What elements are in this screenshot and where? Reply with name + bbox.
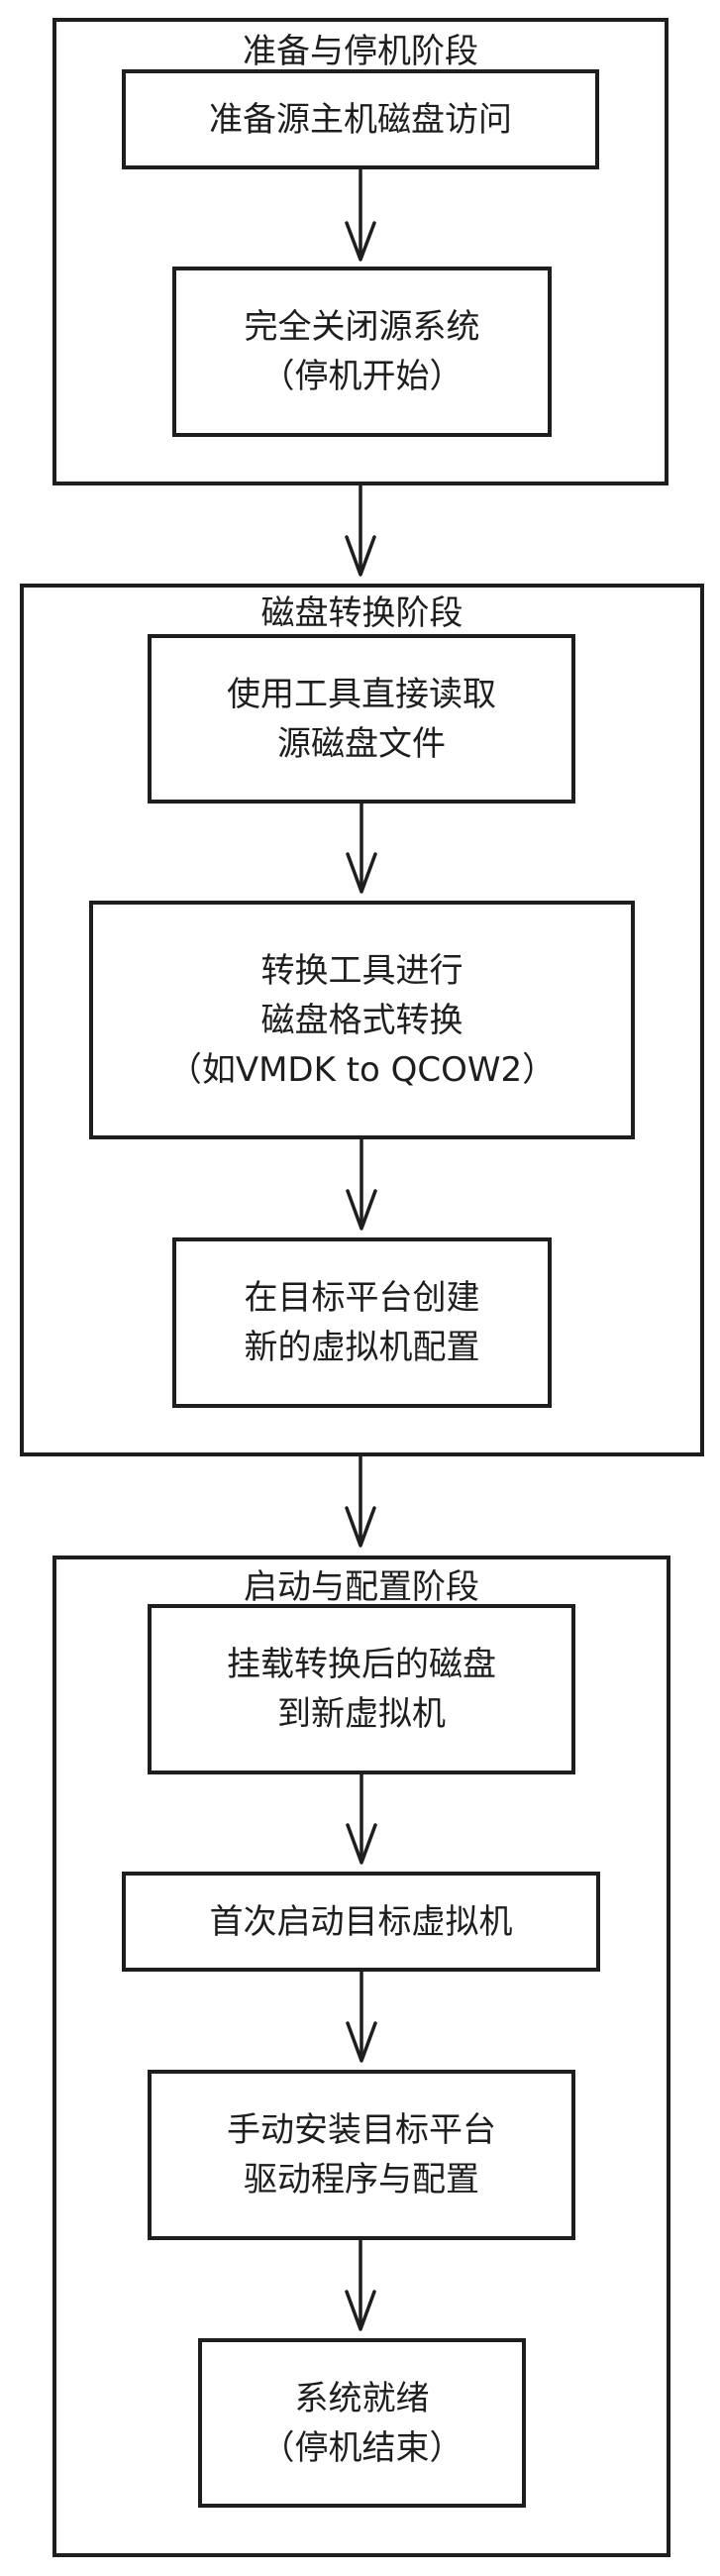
node-first-boot[interactable]: 首次启动目标虚拟机 <box>122 1872 600 1972</box>
node-text: 系统就绪 <box>294 2378 430 2418</box>
node-text: 转换工具进行 <box>260 950 463 991</box>
node-create-vm-config[interactable]: 在目标平台创建 新的虚拟机配置 <box>172 1237 552 1408</box>
node-text: 驱动程序与配置 <box>244 2160 479 2200</box>
node-convert-format[interactable]: 转换工具进行 磁盘格式转换 （如VMDK to QCOW2） <box>89 901 635 1139</box>
group-boot-configure: 启动与配置阶段 <box>52 1556 670 2557</box>
node-text: 手动安装目标平台 <box>227 2110 496 2150</box>
arrow-g2-g3 <box>345 1454 376 1548</box>
node-text: （停机开始） <box>260 357 463 396</box>
node-install-drivers[interactable]: 手动安装目标平台 驱动程序与配置 <box>148 2070 575 2240</box>
group-prepare-shutdown: 准备与停机阶段 <box>52 18 669 485</box>
node-attach-disk[interactable]: 挂载转换后的磁盘 到新虚拟机 <box>148 1604 575 1774</box>
node-text: （如VMDK to QCOW2） <box>167 1049 557 1090</box>
node-text: 准备源主机磁盘访问 <box>209 99 512 140</box>
node-text: 在目标平台创建 <box>244 1278 480 1318</box>
group-title: 启动与配置阶段 <box>244 1567 479 1607</box>
node-read-source-disk[interactable]: 使用工具直接读取 源磁盘文件 <box>148 634 575 804</box>
node-text: 源磁盘文件 <box>277 723 446 764</box>
node-text: 挂载转换后的磁盘 <box>227 1645 496 1684</box>
group-title: 磁盘转换阶段 <box>260 593 463 633</box>
node-text: 磁盘格式转换 <box>260 1000 463 1040</box>
group-disk-conversion: 磁盘转换阶段 <box>20 584 704 1456</box>
node-text: 使用工具直接读取 <box>227 674 496 714</box>
node-text: 完全关闭源系统 <box>244 307 480 347</box>
group-title: 准备与停机阶段 <box>243 32 478 71</box>
node-prepare-disk-access[interactable]: 准备源主机磁盘访问 <box>122 69 599 169</box>
node-shutdown-source[interactable]: 完全关闭源系统 （停机开始） <box>172 267 552 437</box>
node-text: 首次启动目标虚拟机 <box>209 1901 513 1942</box>
node-text: （停机结束） <box>260 2427 463 2468</box>
node-text: 到新虚拟机 <box>277 1694 446 1734</box>
node-system-ready[interactable]: 系统就绪 （停机结束） <box>198 2338 526 2508</box>
node-text: 新的虚拟机配置 <box>244 1328 480 1367</box>
arrow-g1-g2 <box>345 483 376 577</box>
